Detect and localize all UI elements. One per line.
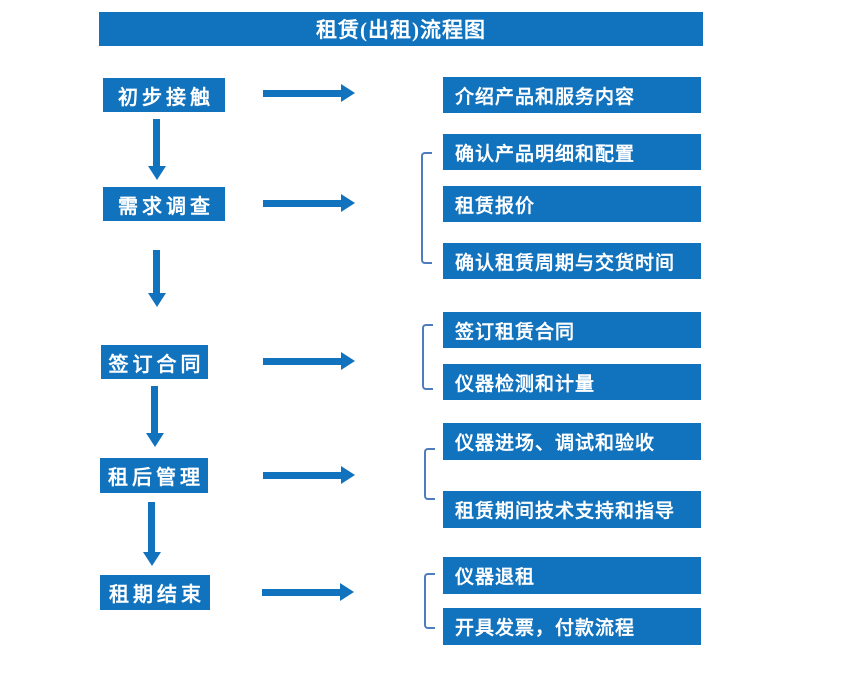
output-box-instrument-inspection-measurement: 仪器检测和计量 [443, 364, 701, 400]
arrow-right-icon [263, 84, 355, 102]
output-box-confirm-rental-period-delivery: 确认租赁周期与交货时间 [443, 243, 701, 279]
output-box-sign-rental-contract: 签订租赁合同 [443, 312, 701, 348]
output-box-confirm-product-details: 确认产品明细和配置 [443, 134, 701, 170]
arrow-right-icon [263, 194, 355, 212]
arrow-down-icon [146, 386, 164, 447]
arrow-right-icon [263, 466, 355, 484]
arrow-down-icon [143, 502, 161, 566]
output-box-technical-support-guidance: 租赁期间技术支持和指导 [443, 491, 701, 528]
output-box-invoice-payment-process: 开具发票，付款流程 [443, 608, 701, 645]
group-bracket [424, 573, 435, 629]
arrow-down-icon [148, 119, 166, 180]
stage-box-contract-signing: 签订合同 [101, 345, 208, 379]
output-box-rental-quotation: 租赁报价 [443, 186, 701, 222]
output-box-introduce-products-services: 介绍产品和服务内容 [443, 77, 701, 113]
stage-box-rental-end: 租期结束 [100, 575, 210, 610]
output-box-instrument-entry-acceptance: 仪器进场、调试和验收 [443, 423, 701, 460]
group-bracket [422, 324, 433, 390]
group-bracket [421, 152, 432, 264]
output-box-instrument-return: 仪器退租 [443, 557, 701, 594]
arrow-right-icon [263, 352, 355, 370]
group-bracket [424, 448, 435, 500]
stage-box-initial-contact: 初步接触 [103, 78, 225, 112]
flowchart-title: 租赁(出租)流程图 [99, 12, 703, 46]
stage-box-demand-survey: 需求调查 [103, 187, 225, 221]
arrow-right-icon [262, 583, 354, 601]
arrow-down-icon [148, 250, 166, 307]
stage-box-post-rental-management: 租后管理 [100, 458, 208, 493]
